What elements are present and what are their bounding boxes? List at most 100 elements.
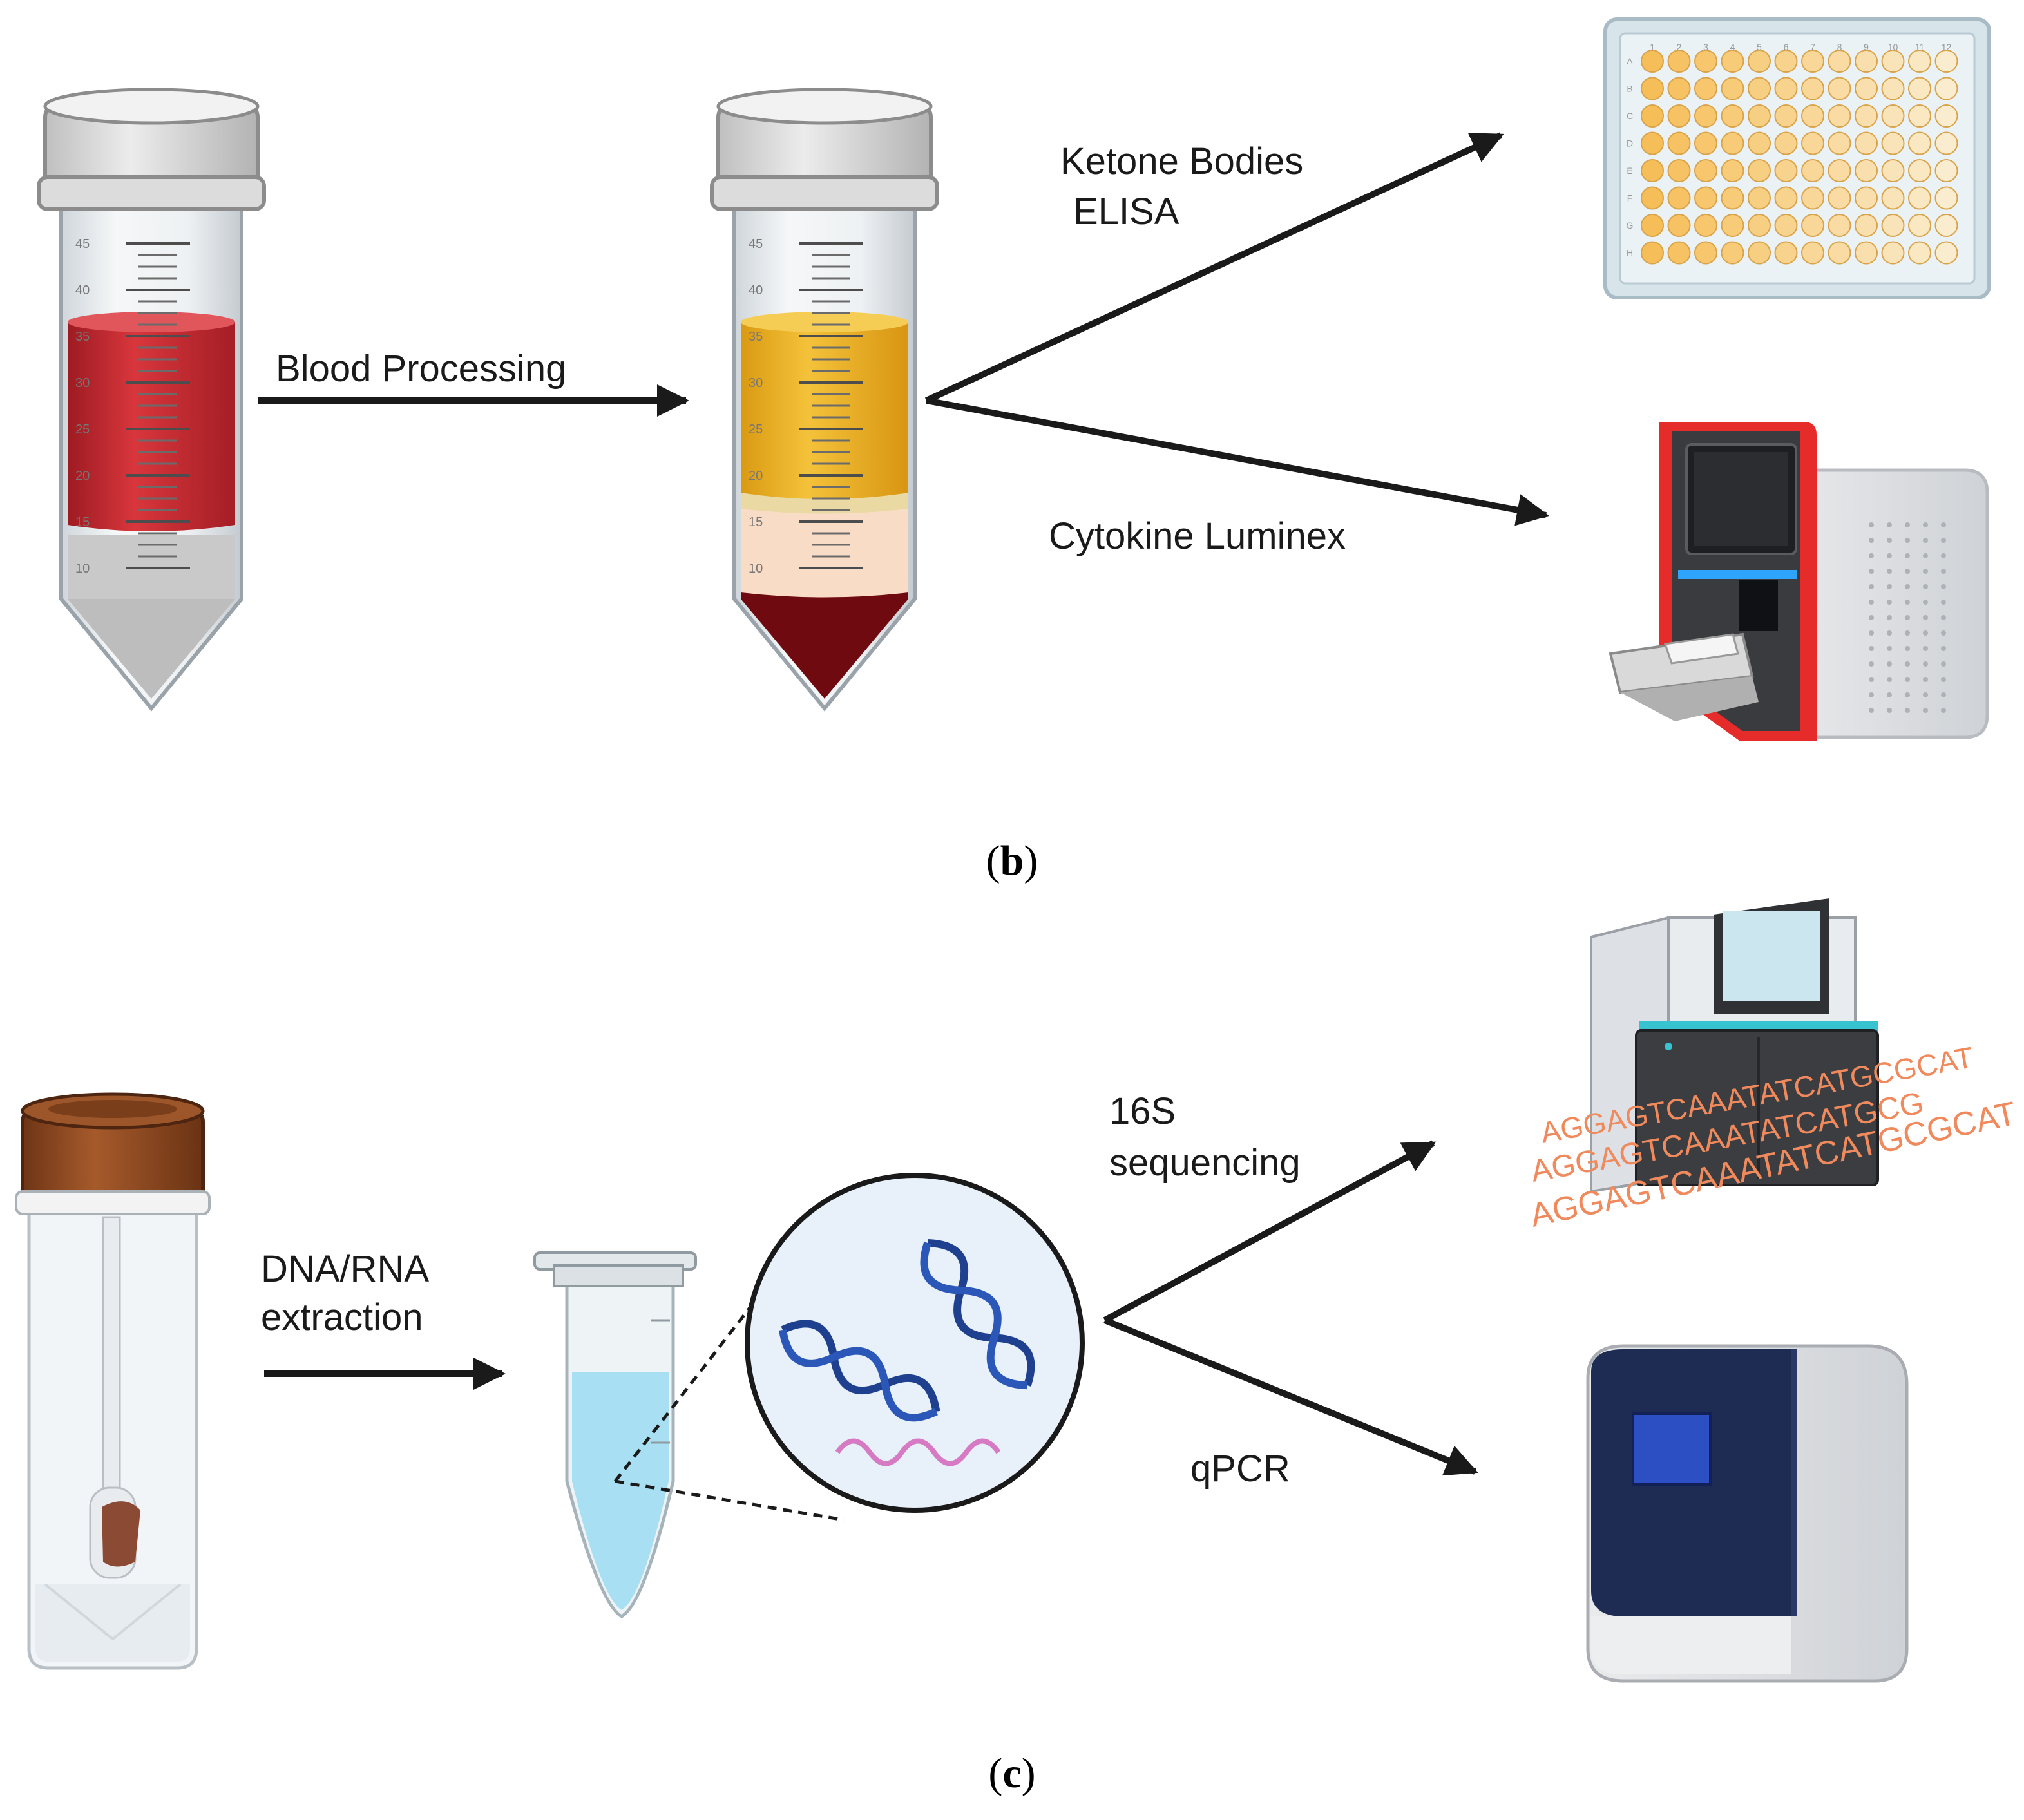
plate-well (1801, 50, 1824, 73)
plate-column-label: 9 (1864, 42, 1869, 52)
vent-hole (1905, 553, 1910, 558)
vent-hole (1923, 584, 1928, 589)
vent-hole (1905, 584, 1910, 589)
stool-collection-tube (15, 1092, 211, 1670)
plate-well (1694, 159, 1717, 182)
plate-column-label: 1 (1650, 42, 1655, 52)
plate-well (1748, 104, 1771, 128)
plate-well (1855, 50, 1878, 73)
vent-hole (1923, 661, 1928, 667)
qpcr-display (1632, 1412, 1712, 1486)
plate-well (1934, 186, 1958, 210)
arrow-to-luminex (926, 397, 1549, 526)
arrow-to-sequencing (1103, 1140, 1437, 1323)
blood-fill (68, 322, 235, 531)
plate-well (1641, 104, 1664, 128)
vent-hole (1869, 600, 1874, 605)
plate-well (1908, 131, 1931, 155)
vent-hole (1941, 692, 1946, 697)
plate-well (1694, 241, 1717, 265)
vent-hole (1923, 646, 1928, 651)
vent-hole (1887, 661, 1892, 667)
vent-hole (1869, 584, 1874, 589)
plate-row-label: G (1627, 220, 1634, 231)
vent-hole (1869, 661, 1874, 667)
plate-well (1641, 77, 1664, 100)
plate-column-label: 12 (1942, 42, 1952, 52)
plate-well (1774, 104, 1798, 128)
arrow-to-qpcr (1103, 1317, 1478, 1476)
tube-tick-label: 20 (749, 469, 763, 483)
qpcr-instrument (1586, 1344, 1909, 1683)
vent-hole (1941, 646, 1946, 651)
vent-hole (1905, 677, 1910, 682)
vent-hole (1887, 692, 1892, 697)
vent-hole (1923, 553, 1928, 558)
plate-well (1908, 214, 1931, 237)
dna-helix-icon (779, 1320, 940, 1422)
plate-row-label: F (1627, 193, 1633, 204)
plate-well (1667, 50, 1691, 73)
plate-column-label: 5 (1757, 42, 1762, 52)
plasma-layer (741, 322, 908, 509)
plate-well (1855, 214, 1878, 237)
plate-column-label: 2 (1677, 42, 1682, 52)
vent-hole (1905, 569, 1910, 574)
plate-well (1828, 214, 1851, 237)
tube-tick-label: 15 (75, 515, 90, 529)
label-16s: 16S (1109, 1090, 1176, 1132)
tube-tick-label: 25 (749, 422, 763, 437)
plate-well (1721, 104, 1744, 128)
vent-hole (1923, 708, 1928, 713)
plate-well (1694, 50, 1717, 73)
plate-well (1774, 241, 1798, 265)
tube-tick-label: 35 (749, 330, 763, 344)
plate-well (1881, 214, 1905, 237)
plate-well (1694, 77, 1717, 100)
vent-hole (1887, 646, 1892, 651)
tube-tick-label: 30 (75, 376, 90, 390)
stool-sample (102, 1501, 140, 1567)
plate-well (1641, 241, 1664, 265)
plate-well (1855, 131, 1878, 155)
microcentrifuge-tube (533, 1251, 697, 1618)
vent-hole (1887, 677, 1892, 682)
vent-hole (1941, 553, 1946, 558)
plate-well (1801, 131, 1824, 155)
swab-stick (102, 1216, 121, 1502)
tube-tick-label: 45 (75, 237, 90, 251)
vent-hole (1941, 630, 1946, 636)
vent-hole (1869, 692, 1874, 697)
plate-well (1855, 104, 1878, 128)
plate-well (1934, 104, 1958, 128)
plate-column-label: 7 (1810, 42, 1815, 52)
plate-well (1828, 50, 1851, 73)
tube-tick-label: 10 (75, 562, 90, 576)
plate-well (1828, 77, 1851, 100)
extract-fluid (572, 1372, 669, 1610)
plate-well (1908, 186, 1931, 210)
vent-hole (1923, 600, 1928, 605)
vent-hole (1941, 661, 1946, 667)
plate-well (1748, 241, 1771, 265)
plate-well (1748, 131, 1771, 155)
plate-well (1694, 104, 1717, 128)
vent-hole (1941, 677, 1946, 682)
vent-hole (1941, 708, 1946, 713)
plate-well (1855, 241, 1878, 265)
plate-row-label: H (1627, 248, 1633, 258)
panel-b-caption: (b) (986, 837, 1038, 884)
vent-hole (1941, 615, 1946, 620)
plate-well (1828, 131, 1851, 155)
vent-hole (1905, 522, 1910, 527)
plate-well (1641, 186, 1664, 210)
plate-well (1881, 131, 1905, 155)
plate-well (1881, 104, 1905, 128)
plate-column-label: 3 (1703, 42, 1708, 52)
plate-well (1748, 186, 1771, 210)
plate-well (1774, 50, 1798, 73)
